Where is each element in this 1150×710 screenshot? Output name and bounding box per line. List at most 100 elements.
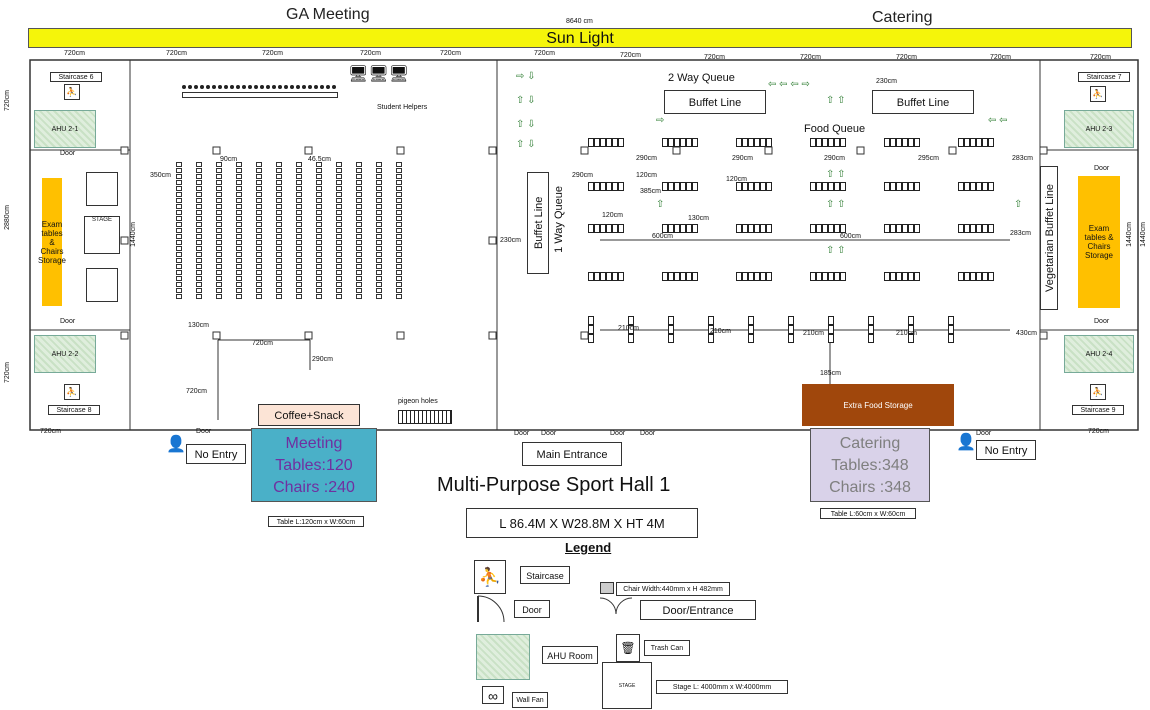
dim-top-4: 720cm (360, 50, 382, 57)
dim-top-11: 720cm (990, 54, 1012, 61)
staircase-6-icon: ⛹ (64, 84, 80, 100)
legend-title: Legend (565, 540, 612, 555)
dim-430: 430cm (1016, 330, 1038, 337)
dim-bottom-left: 720cm (40, 428, 62, 435)
person-icon: 👤 (166, 436, 186, 453)
dim-top-10: 720cm (896, 54, 918, 61)
dim-top-6: 720cm (534, 50, 556, 57)
student-helpers-label: Student Helpers (377, 104, 428, 111)
buffet-line-vertical: Buffet Line (527, 172, 549, 274)
dim-90: 90cm (220, 156, 238, 163)
dim-290c: 290cm (824, 155, 846, 162)
legend-stage-icon: STAGE (602, 662, 652, 709)
catering-row-5 (588, 316, 954, 343)
queue-arrow: ⇧ ⇩ (516, 95, 536, 106)
one-way-queue: 1 Way Queue (553, 186, 565, 253)
exam-storage-right: Exam tables & Chairs Storage (1078, 176, 1120, 308)
legend-trash-can: Trash Can (644, 640, 690, 656)
monitor-top (86, 172, 118, 206)
catering-chairs: Chairs :348 (829, 479, 911, 496)
meeting-chairs: Chairs :240 (273, 479, 355, 496)
dim-600a: 600cm (652, 233, 674, 240)
meeting-table-size: Table L:120cm x W:60cm (268, 516, 364, 527)
dim-130: 130cm (188, 322, 210, 329)
exam-storage-left: Exam tables & Chairs Storage (38, 178, 66, 306)
monitor-bottom (86, 268, 118, 302)
pigeon-holes-label: pigeon holes (398, 398, 438, 405)
dim-210a: 210cm (618, 325, 640, 332)
ahu-2-3: AHU 2-3 (1064, 110, 1134, 148)
door-bottom-2[interactable]: Door (514, 430, 530, 437)
legend-stage: Stage L: 4000mm x W:4000mm (656, 680, 788, 694)
legend-door-icon (477, 595, 505, 623)
coffee-snack: Coffee+Snack (258, 404, 360, 426)
trash-can-icon: 🗑 (616, 634, 640, 662)
dim-185: 185cm (820, 370, 842, 377)
sun-light-bar: Sun Light (28, 28, 1132, 48)
door-bottom-4[interactable]: Door (610, 430, 626, 437)
dim-295: 295cm (918, 155, 940, 162)
staircase-6-label: Staircase 6 (50, 72, 102, 82)
ga-meeting-title: GA Meeting (286, 6, 370, 23)
queue-arrow: ⇧ ⇧ (826, 245, 846, 256)
dim-350: 350cm (150, 172, 172, 179)
meeting-tables: Tables:120 (275, 457, 353, 474)
door-bottom-6[interactable]: Door (976, 430, 992, 437)
no-entry-right: No Entry (976, 440, 1036, 460)
food-queue: Food Queue (804, 123, 866, 135)
hall-name: Multi-Purpose Sport Hall 1 (437, 474, 671, 496)
dim-top-3: 720cm (262, 50, 284, 57)
dim-right-mid-2: 1440cm (1126, 222, 1133, 247)
dim-top-9: 720cm (800, 54, 822, 61)
door-left-top: Door (60, 150, 76, 157)
meeting-title: Meeting (285, 435, 343, 452)
legend-chair-width: Chair Width:440mm x H 482mm (616, 582, 730, 596)
meeting-box: Meeting Tables:120 Chairs :240 (251, 428, 377, 502)
staircase-8-icon: ⛹ (64, 384, 80, 400)
buffet-line-top-1: Buffet Line (664, 90, 766, 114)
dim-385: 385cm (640, 188, 662, 195)
dim-120c: 120cm (602, 212, 624, 219)
dim-290b: 290cm (732, 155, 754, 162)
door-bottom-1[interactable]: Door (196, 428, 212, 435)
dim-230-top: 230cm (876, 78, 898, 85)
dim-210b: 210cm (710, 328, 732, 335)
staircase-7-label: Staircase 7 (1078, 72, 1130, 82)
main-entrance[interactable]: Main Entrance (522, 442, 622, 466)
no-entry-left: No Entry (186, 444, 246, 464)
catering-title: Catering (872, 9, 933, 26)
catering-box: Catering Tables:348 Chairs :348 (810, 428, 930, 502)
dim-600b: 600cm (840, 233, 862, 240)
staircase-8-label: Staircase 8 (48, 405, 100, 415)
door-bottom-5[interactable]: Door (640, 430, 656, 437)
door-bottom-3[interactable]: Door (541, 430, 557, 437)
dim-120a: 120cm (636, 172, 658, 179)
legend-ahu-room: AHU Room (542, 646, 598, 664)
catering-row-1 (588, 138, 994, 147)
two-way-queue: 2 Way Queue (668, 72, 735, 84)
dim-283a: 283cm (1012, 155, 1034, 162)
catering-title: Catering (839, 435, 901, 452)
staircase-9-icon: ⛹ (1090, 384, 1106, 400)
vegetarian-buffet-line: Vegetarian Buffet Line (1040, 166, 1058, 310)
hall-size: L 86.4M X W28.8M X HT 4M (466, 508, 698, 538)
dim-290a: 290cm (636, 155, 658, 162)
dim-720-lower: 720cm (186, 388, 208, 395)
dim-46: 46.5cm (308, 156, 331, 163)
catering-row-3 (588, 224, 994, 233)
legend-door-entrance-icon (599, 597, 633, 615)
legend-ahu-icon (476, 634, 530, 680)
door-right-bottom: Door (1094, 318, 1110, 325)
queue-arrow: ⇧ ⇧ (826, 169, 846, 180)
staircase-9-label: Staircase 9 (1072, 405, 1124, 415)
queue-arrow: ⇧ ⇩ (516, 139, 536, 150)
person-icon-right: 👤 (956, 434, 976, 451)
queue-arrow: ⇨ (656, 115, 665, 126)
extra-food-storage: Extra Food Storage (802, 384, 954, 426)
legend-wall-fan: Wall Fan (512, 692, 548, 708)
queue-arrow: ⇦ ⇦ (988, 115, 1008, 126)
queue-arrow: ⇧ (656, 199, 665, 210)
dim-top-1: 720cm (64, 50, 86, 57)
meeting-table-columns (176, 162, 402, 299)
